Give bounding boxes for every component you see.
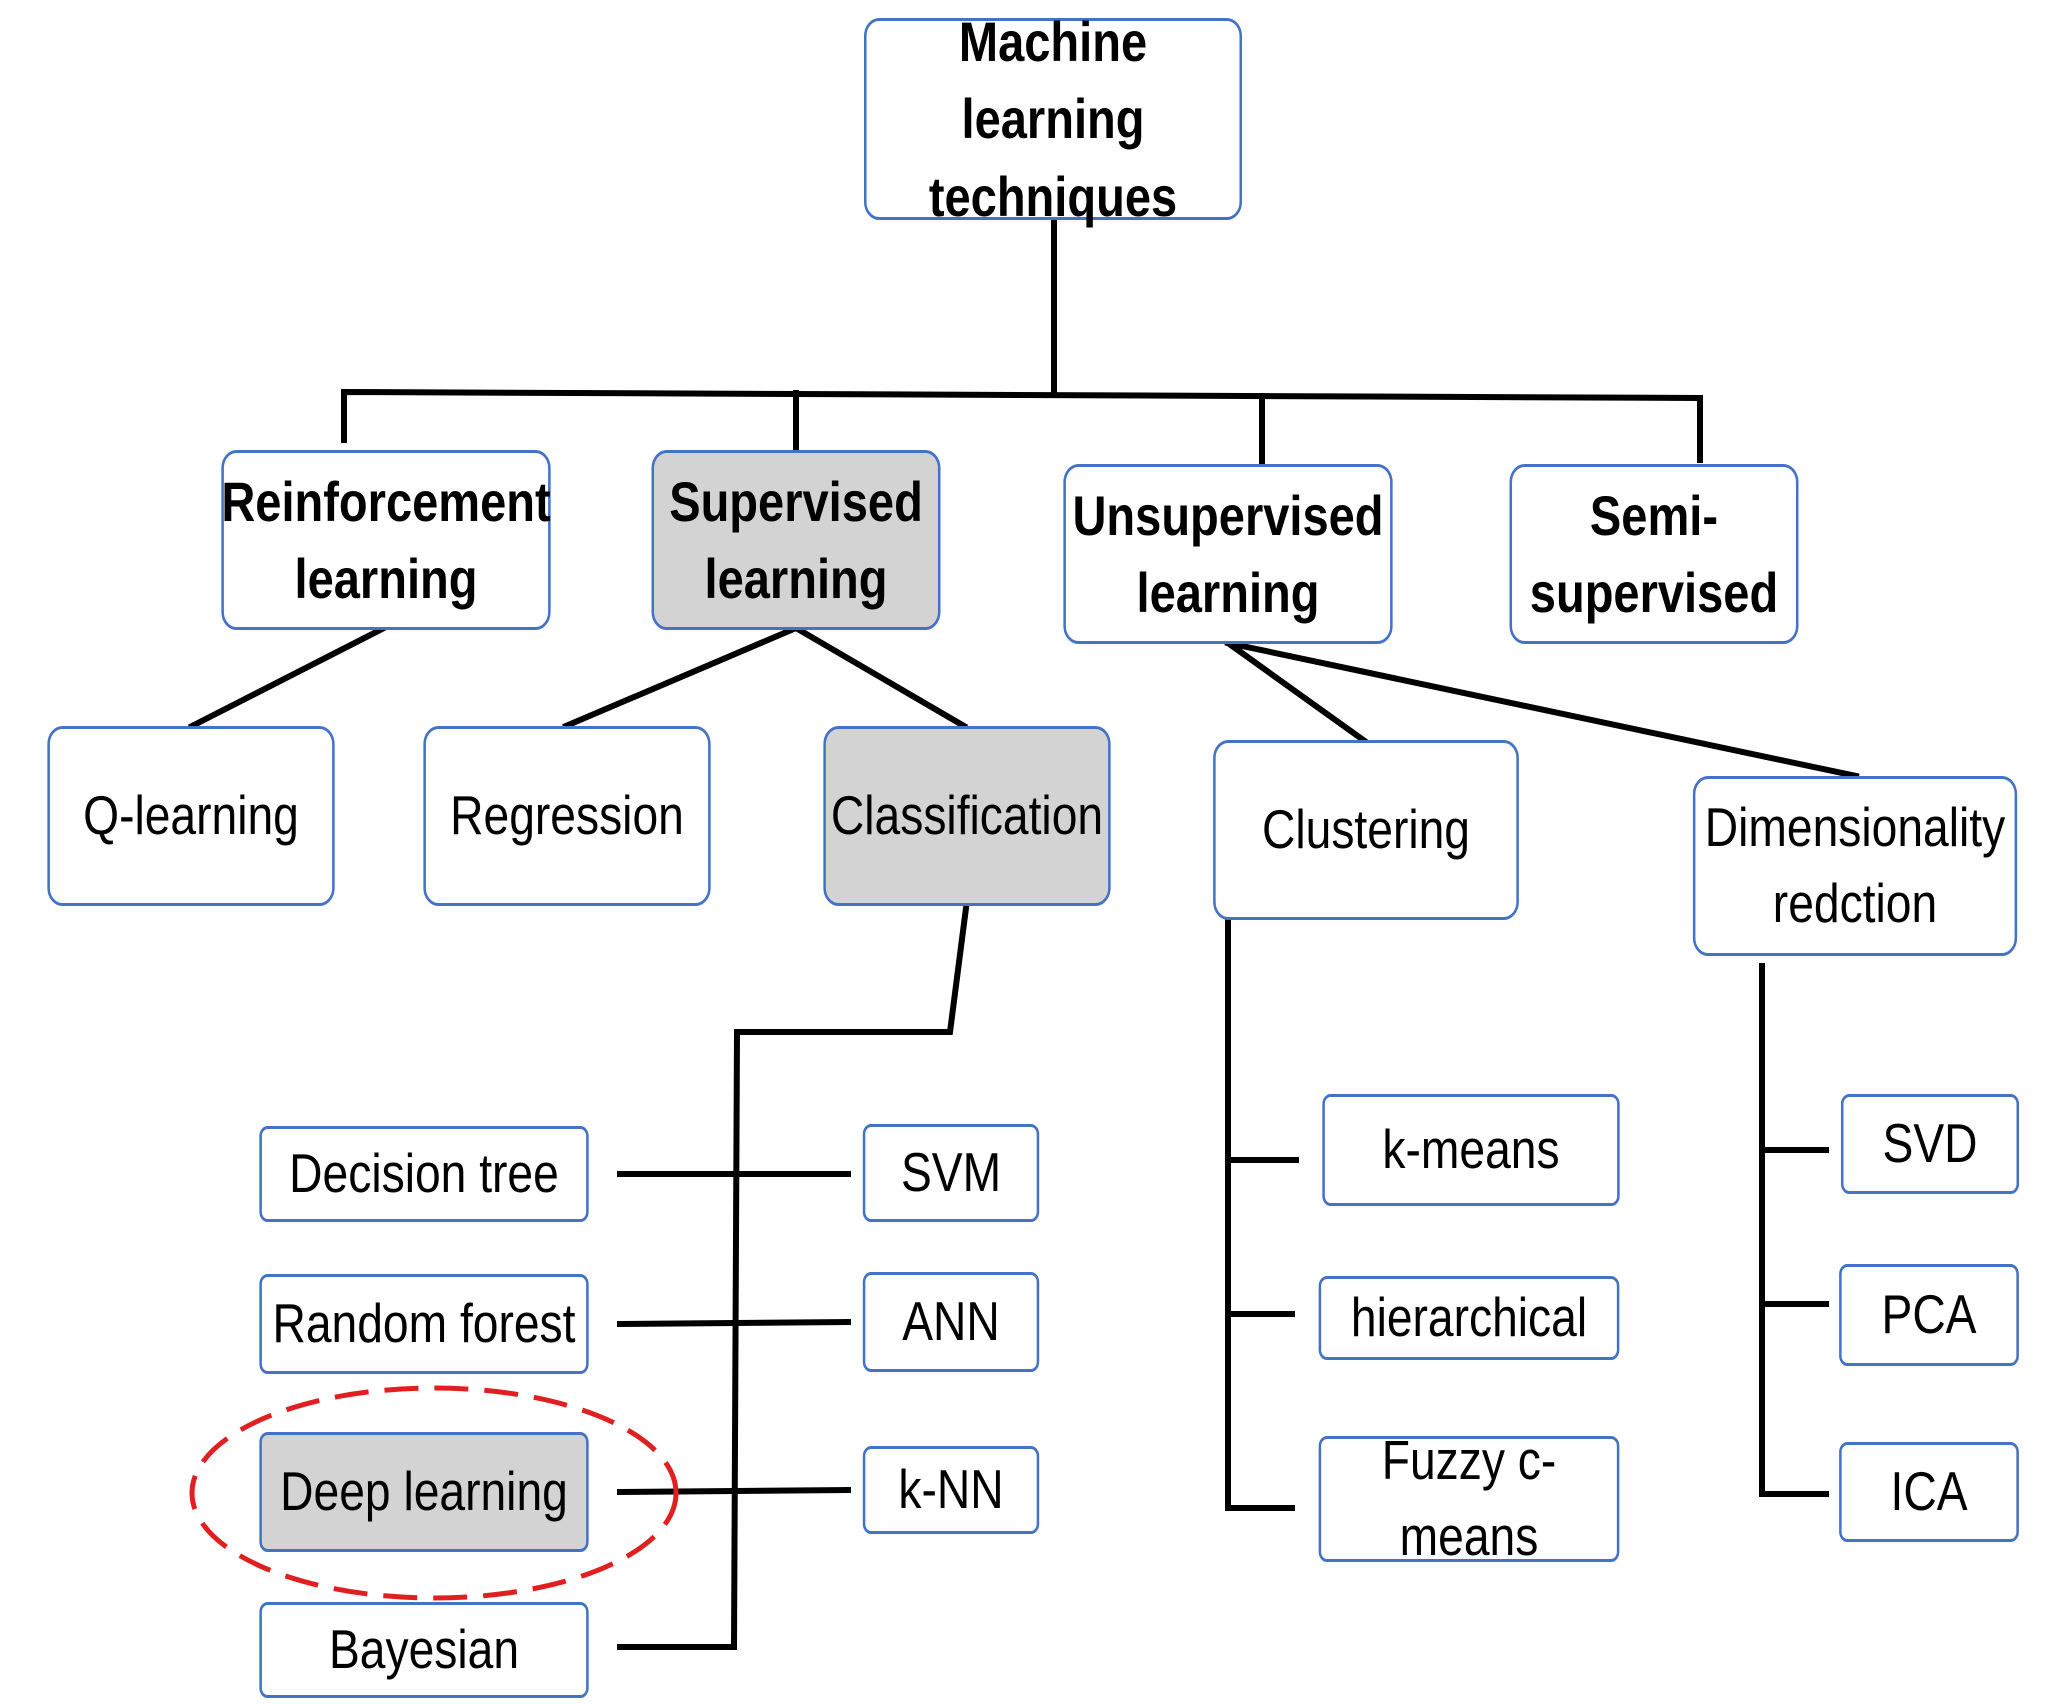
regression-node: Regression	[423, 726, 711, 906]
ann-node: ANN	[862, 1272, 1040, 1372]
hierarchical-node: hierarchical	[1318, 1276, 1620, 1360]
classification-label: Classification	[830, 784, 1104, 847]
svm-label: SVM	[900, 1141, 1002, 1204]
hierarchical-label: hierarchical	[1350, 1286, 1588, 1349]
connector-top-bus	[341, 388, 1703, 463]
ica-label: ICA	[1890, 1460, 1968, 1523]
kmeans-label: k-means	[1382, 1118, 1560, 1181]
regression-label: Regression	[450, 784, 684, 847]
clustering-label: Clustering	[1261, 798, 1470, 861]
classification-node: Classification	[823, 726, 1111, 906]
reinforcement-learning-node: Reinforcement learning	[221, 450, 551, 630]
supervised-learning-node: Supervised learning	[651, 450, 941, 630]
fuzzy-c-means-node: Fuzzy c-means	[1318, 1429, 1620, 1567]
connector-dimensionality-trunk	[1759, 963, 1829, 1497]
connector-randomforest-ann	[616, 1318, 852, 1328]
decision-tree-node: Decision tree	[259, 1126, 589, 1222]
supervised-learning-label: Supervised learning	[669, 469, 923, 610]
svd-node: SVD	[1840, 1094, 2020, 1194]
dimensionality-reduction-label: Dimensionality redction	[1704, 796, 2006, 934]
connector-supervised-classification	[791, 623, 969, 731]
unsupervised-learning-label: Unsupervised learning	[1072, 483, 1384, 624]
dimensionality-reduction-node: Dimensionality redction	[1692, 776, 2018, 956]
bayesian-label: Bayesian	[328, 1618, 520, 1681]
ann-label: ANN	[902, 1290, 1000, 1353]
random-forest-node: Random forest	[259, 1274, 589, 1374]
svm-node: SVM	[862, 1124, 1040, 1222]
bayesian-node: Bayesian	[259, 1602, 589, 1698]
connector-unsupervised-clustering	[1223, 638, 1371, 747]
connector-deeplearning-knn	[616, 1486, 852, 1496]
ica-node: ICA	[1839, 1442, 2019, 1542]
fuzzy-c-means-label: Fuzzy c-means	[1381, 1429, 1557, 1567]
reinforcement-learning-label: Reinforcement learning	[221, 469, 551, 610]
root-label: Machine learning techniques	[928, 10, 1178, 228]
random-forest-label: Random forest	[272, 1292, 576, 1355]
connector-classification-trunk	[617, 904, 970, 1650]
decision-tree-label: Decision tree	[289, 1142, 559, 1205]
svd-label: SVD	[1882, 1112, 1978, 1175]
q-learning-node: Q-learning	[47, 726, 335, 906]
semi-supervised-node: Semi- supervised	[1509, 464, 1799, 644]
semi-supervised-label: Semi- supervised	[1529, 483, 1779, 624]
connector-clustering-trunk	[1225, 917, 1295, 1511]
kmeans-node: k-means	[1322, 1094, 1620, 1206]
knn-label: k-NN	[898, 1458, 1004, 1521]
connector-reinforcement-qlearning	[187, 623, 389, 731]
connectors	[187, 215, 1860, 1650]
deep-learning-node: Deep learning	[259, 1432, 589, 1552]
pca-node: PCA	[1839, 1264, 2019, 1366]
root-node: Machine learning techniques	[864, 10, 1242, 228]
unsupervised-learning-node: Unsupervised learning	[1063, 464, 1393, 644]
knn-node: k-NN	[862, 1446, 1040, 1534]
q-learning-label: Q-learning	[83, 784, 299, 847]
clustering-node: Clustering	[1213, 740, 1519, 920]
connector-unsupervised-dimensionality	[1224, 639, 1860, 780]
connector-supervised-regression	[562, 624, 800, 730]
pca-label: PCA	[1881, 1283, 1977, 1346]
deep-learning-highlight-circle	[189, 1385, 679, 1601]
deep-learning-label: Deep learning	[280, 1460, 568, 1523]
